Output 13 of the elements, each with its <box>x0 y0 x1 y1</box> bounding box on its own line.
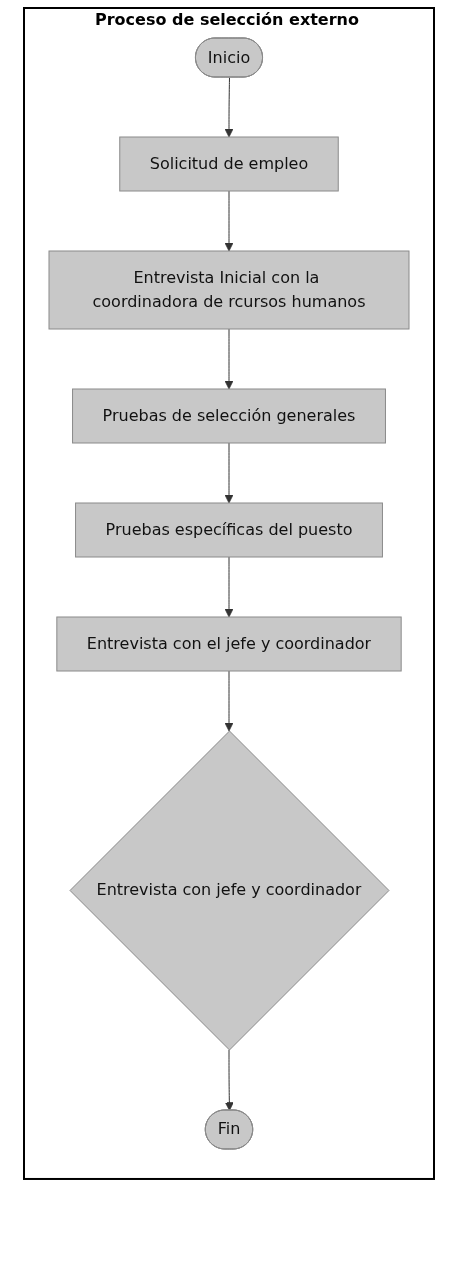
arrow <box>224 328 234 390</box>
node-box: Pruebas de selección generales <box>72 388 386 444</box>
arrow <box>224 556 234 618</box>
node-box: Entrevista Inicial con la coordinadora de rcursos humanos <box>48 250 410 330</box>
arrow <box>224 1049 234 1111</box>
arrow <box>224 77 234 138</box>
node-box: Solicitud de empleo <box>119 136 339 192</box>
arrow <box>224 190 234 252</box>
node-diamond: Entrevista con jefe y coordinador <box>69 730 390 1051</box>
node-box: Pruebas específicas del puesto <box>75 502 383 558</box>
arrow <box>224 442 234 504</box>
node-box: Entrevista con el jefe y coordinador <box>56 616 402 672</box>
arrow <box>224 670 234 732</box>
